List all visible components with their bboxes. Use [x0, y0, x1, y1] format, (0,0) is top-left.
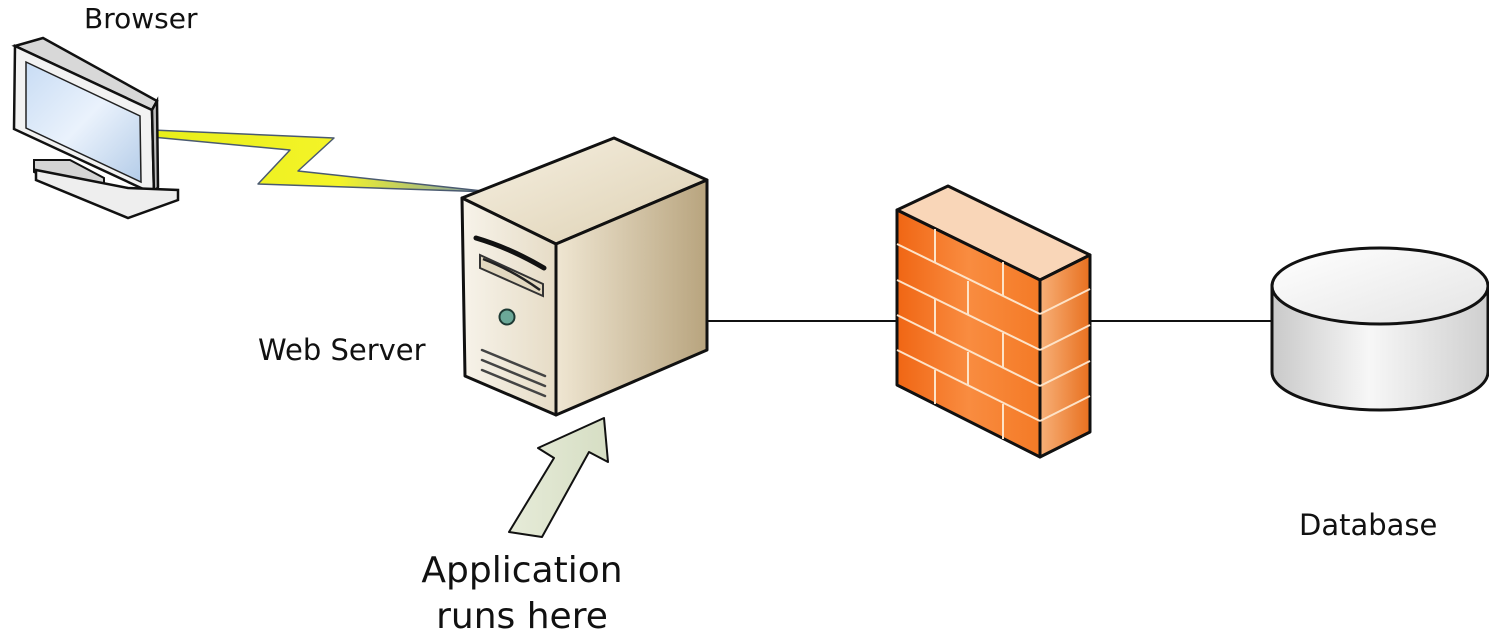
database-cylinder-icon — [1270, 246, 1489, 412]
server-tower-icon — [460, 136, 709, 417]
callout-arrow-icon — [508, 417, 609, 538]
monitor-icon — [11, 36, 180, 220]
application-callout-label: Application runs here — [392, 548, 652, 640]
firewall-brick-wall-icon — [895, 184, 1092, 459]
application-callout-line-2: runs here — [436, 596, 608, 637]
database-label: Database — [1299, 508, 1438, 542]
lightning-bolt-connector — [151, 129, 493, 193]
browser-label: Browser — [84, 2, 198, 35]
web-server-label: Web Server — [258, 333, 426, 367]
application-callout-line-1: Application — [421, 550, 623, 591]
